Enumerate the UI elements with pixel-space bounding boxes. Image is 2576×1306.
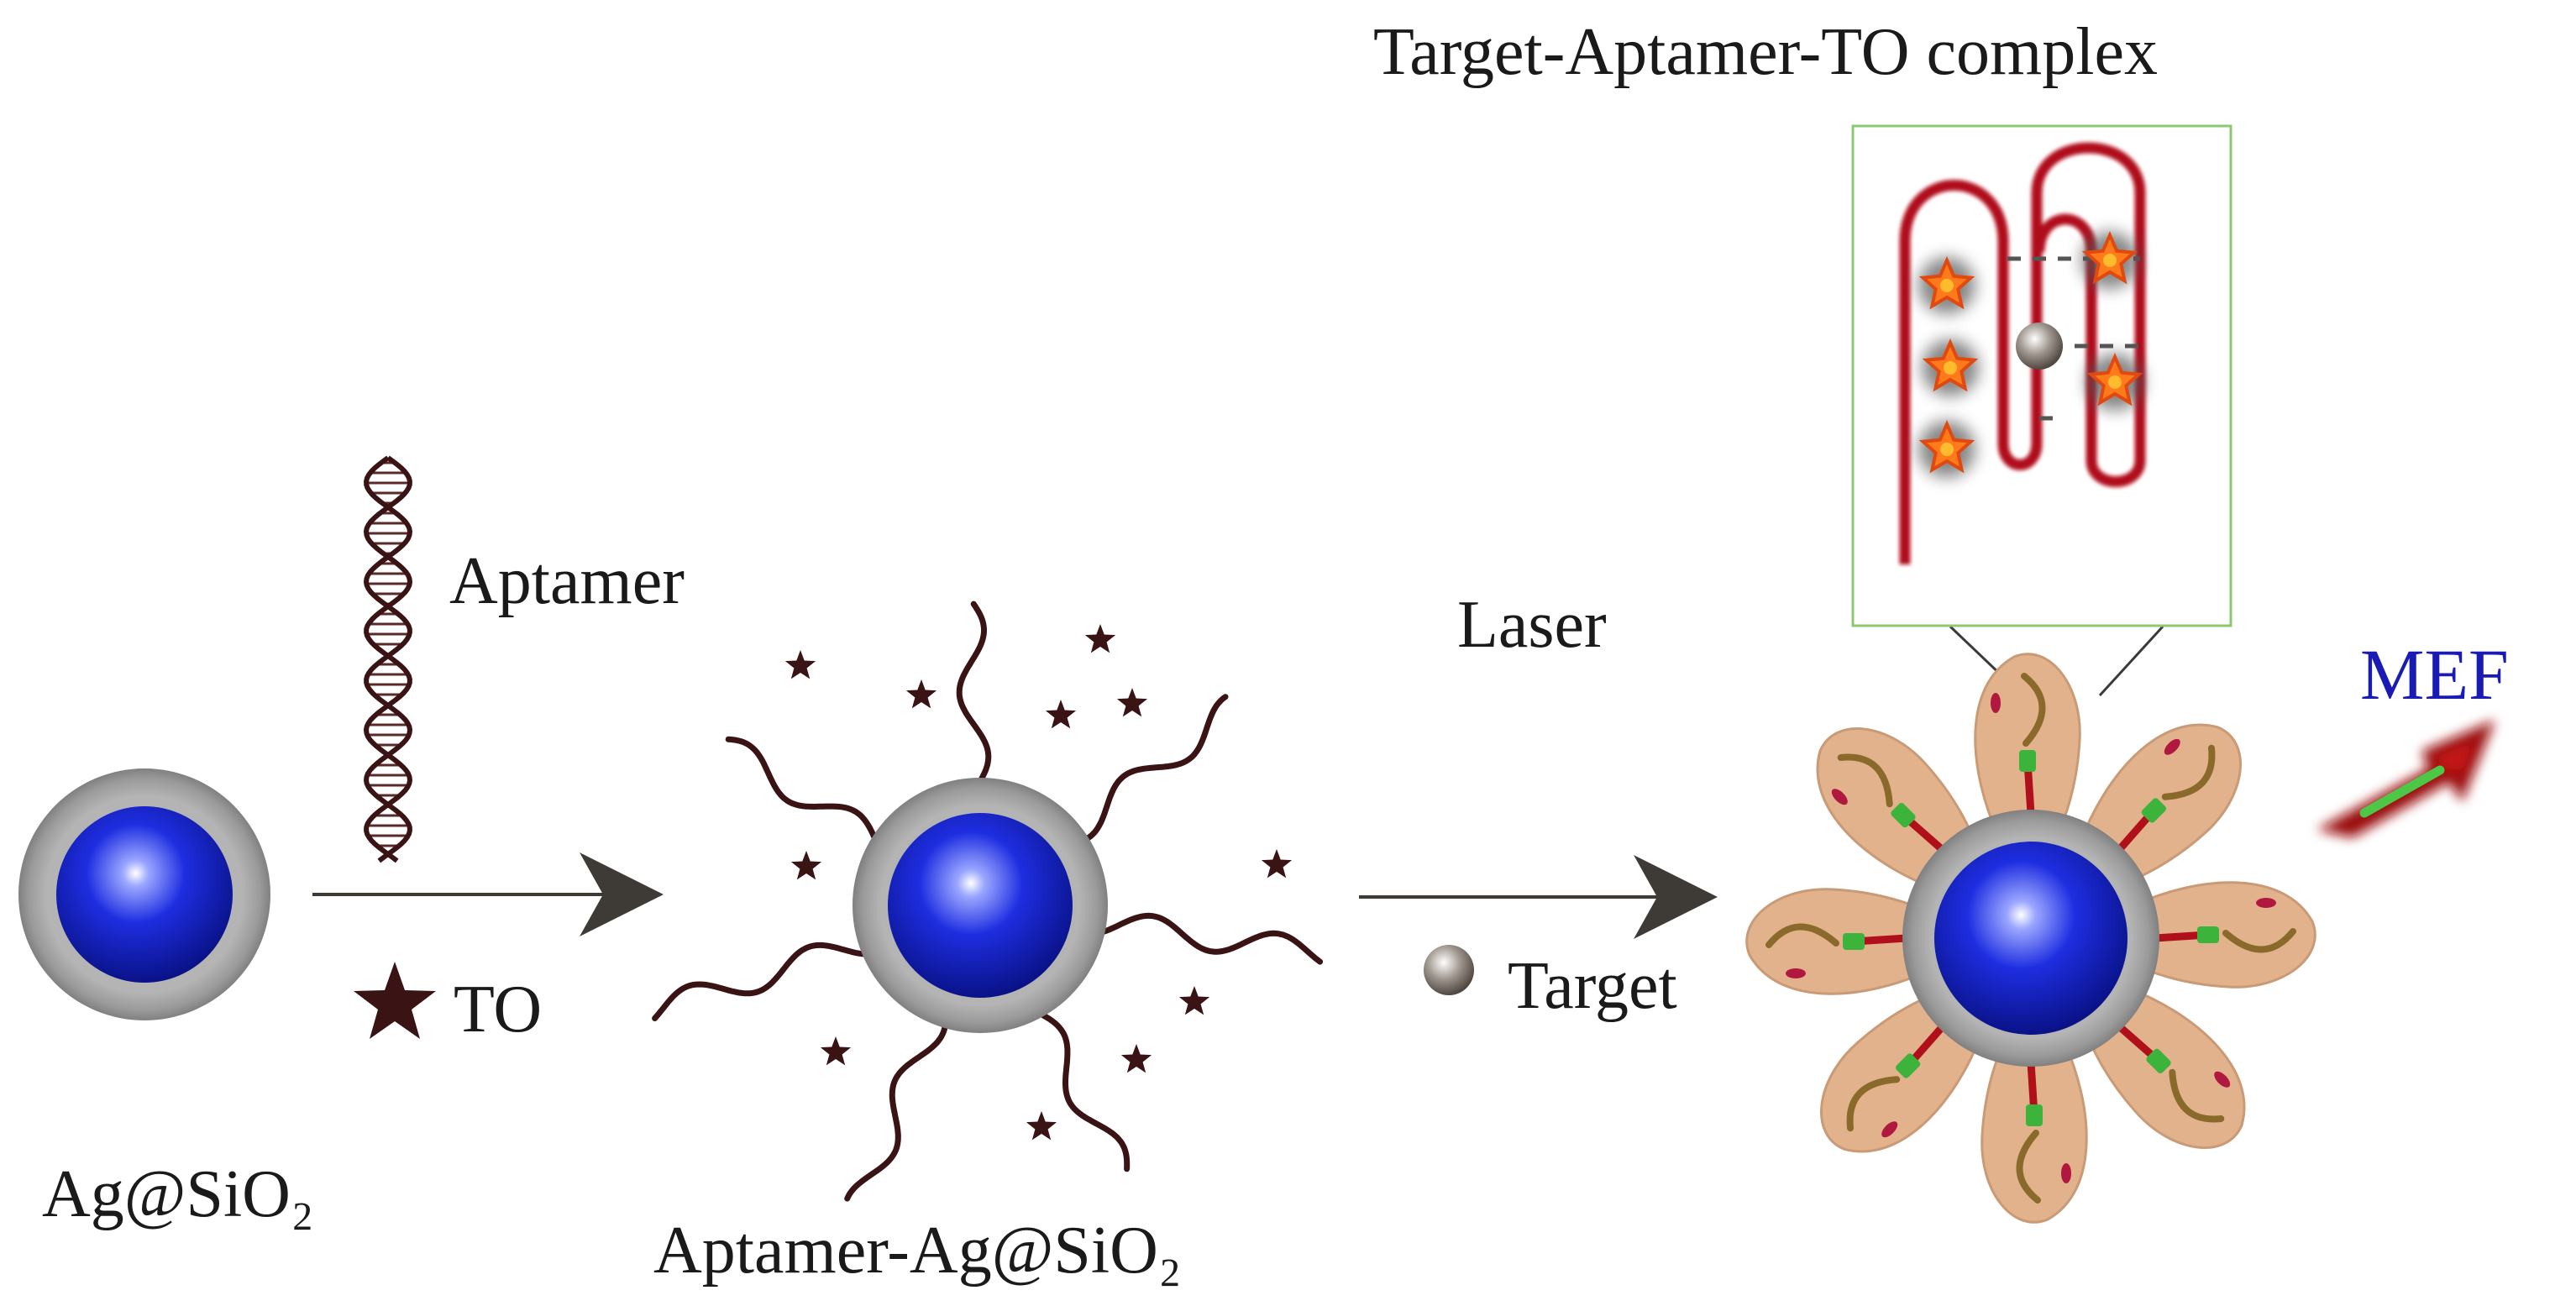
aptamer-helix-icon	[363, 455, 413, 863]
aptamer-ag-sio2-particle	[853, 778, 1108, 1033]
reaction-arrow-2	[1359, 855, 1718, 939]
to-star-icon	[1116, 688, 1148, 717]
aptamer-petal	[1745, 888, 1932, 995]
aptamer-petal	[1974, 653, 2081, 839]
aptamer-petal	[2130, 881, 2316, 989]
mef-label: MEF	[2360, 634, 2509, 715]
to-star-icon	[905, 679, 937, 709]
aptamer-petal	[1820, 989, 1984, 1153]
mef-emission-arrow-icon	[2316, 719, 2495, 838]
to-label: TO	[454, 973, 542, 1046]
to-star-icon	[820, 1036, 852, 1066]
to-star-icon	[1045, 700, 1077, 729]
target-molecule-icon	[1424, 945, 1474, 995]
aptamer-petal	[2082, 985, 2246, 1149]
free-to-stars	[784, 624, 1293, 1141]
to-star-icon	[354, 962, 436, 1039]
to-star-icon	[790, 851, 822, 880]
reaction-arrow-1	[312, 852, 664, 936]
to-star-icon	[1178, 986, 1210, 1015]
to-dye-markers	[1918, 231, 2143, 478]
aptamer-petal	[1981, 1037, 2088, 1224]
complex-particle	[1902, 810, 2159, 1067]
to-star-icon	[1120, 1044, 1152, 1073]
to-star-icon	[1261, 849, 1293, 879]
target-aptamer-particle-complex	[1745, 653, 2316, 1224]
ag-sio2-label: Ag@SiO₂	[42, 1157, 314, 1231]
aptamer-ag-sio2-label: Aptamer-Ag@SiO₂	[653, 1214, 1182, 1288]
bound-target-icon	[2016, 323, 2063, 370]
target-label: Target	[1508, 949, 1677, 1023]
aptamer-petal	[1816, 727, 1980, 891]
aptamer-label: Aptamer	[449, 544, 685, 618]
to-star-icon	[1084, 624, 1116, 653]
aptamer-strands	[652, 601, 1324, 1202]
laser-label: Laser	[1457, 588, 1607, 662]
aptamer-petal	[2078, 723, 2242, 887]
to-star-icon	[1026, 1111, 1057, 1141]
ag-sio2-particle	[18, 768, 270, 1020]
to-star-icon	[784, 650, 816, 679]
complex-zoom-panel	[1851, 124, 2232, 627]
complex-title: Target-Aptamer-TO complex	[1373, 15, 2158, 89]
